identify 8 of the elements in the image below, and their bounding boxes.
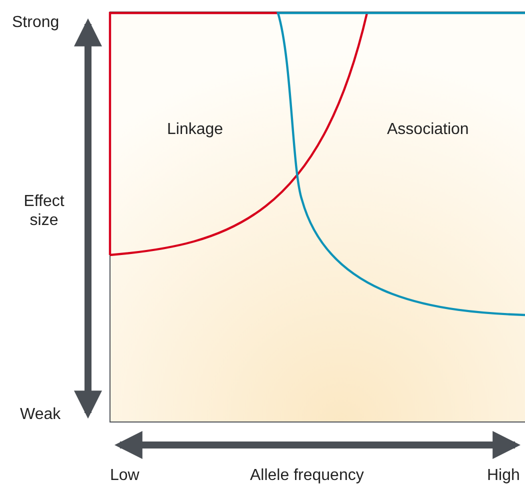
axis-label: Strong: [12, 13, 60, 32]
axis-label: Low: [110, 466, 140, 484]
region-label: Linkage: [167, 120, 224, 139]
axis-title: Allele frequency: [250, 466, 364, 484]
axis-label: Weak: [20, 405, 61, 424]
axis-label: High: [487, 466, 520, 484]
axis-title: Effect size: [22, 192, 66, 230]
region-label: Association: [387, 120, 469, 139]
